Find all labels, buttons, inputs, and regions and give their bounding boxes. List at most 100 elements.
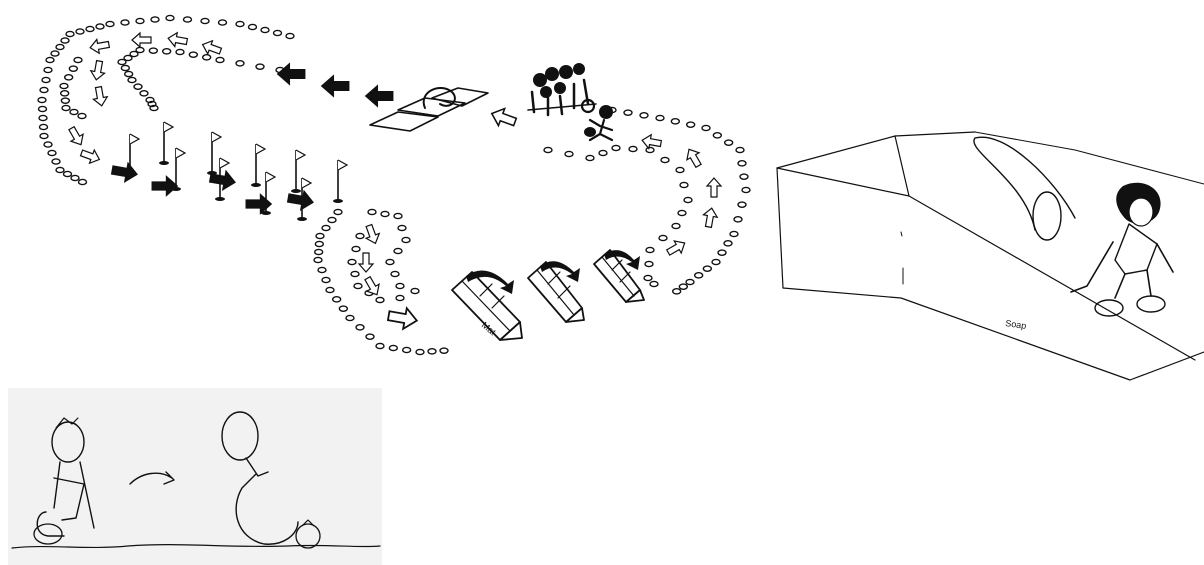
direction-arrow: [665, 237, 688, 259]
marker-cone: [42, 77, 50, 82]
marker-cone: [261, 27, 269, 32]
marker-cone: [125, 71, 133, 76]
marker-cone: [140, 91, 148, 96]
marker-cone: [151, 17, 159, 22]
direction-arrow: [89, 60, 106, 81]
marker-cone: [702, 125, 710, 130]
marker-cone: [318, 267, 326, 272]
marker-cone: [736, 147, 744, 152]
marker-cone: [44, 142, 52, 147]
marker-cone: [189, 52, 197, 57]
marker-cone: [76, 29, 84, 34]
marker-cone: [236, 61, 244, 66]
direction-arrow: [366, 86, 393, 106]
marker-cone: [565, 151, 573, 156]
marker-cone: [60, 83, 68, 88]
marker-cone: [38, 97, 46, 102]
marker-cone: [346, 315, 354, 320]
children-group: [528, 63, 596, 115]
marker-cone: [65, 75, 73, 80]
slide-ramp: [777, 132, 1204, 380]
direction-arrow: [246, 195, 271, 213]
slalom-flag: [207, 132, 221, 175]
marker-cone: [684, 197, 692, 202]
crawl-tunnels: Mat: [452, 250, 644, 340]
marker-cone: [328, 217, 336, 222]
marker-cone: [646, 147, 654, 152]
marker-cone: [671, 119, 679, 124]
marker-cone: [687, 122, 695, 127]
marker-cone: [249, 24, 257, 29]
marker-cone: [106, 21, 114, 26]
grass-line: [12, 545, 380, 548]
marker-cone: [44, 67, 52, 72]
direction-arrow: [362, 223, 382, 246]
marker-cone: [236, 21, 244, 26]
marker-cone: [661, 157, 669, 162]
sequence-arrow: [130, 472, 174, 484]
marker-cone: [356, 325, 364, 330]
marker-cone: [599, 150, 607, 155]
marker-cone: [646, 247, 654, 252]
marker-cone: [348, 259, 356, 264]
marker-cone: [40, 124, 48, 129]
marker-cone: [201, 18, 209, 23]
direction-arrow: [167, 31, 188, 48]
marker-cone: [712, 259, 720, 264]
marker-cone: [354, 283, 362, 288]
marker-cone: [624, 110, 632, 115]
marker-cone: [738, 161, 746, 166]
marker-cone: [416, 349, 424, 354]
marker-cone: [176, 49, 184, 54]
rolling-child: [222, 412, 320, 548]
marker-cone: [149, 48, 157, 53]
direction-arrow: [387, 305, 419, 331]
marker-cone: [136, 18, 144, 23]
marker-cone: [66, 31, 74, 36]
marker-cone: [39, 106, 47, 111]
soap-label: Soap: [1005, 318, 1027, 331]
soap-slide-drawing: Soap: [775, 120, 1204, 385]
marker-cone: [70, 109, 78, 114]
marker-cone: [368, 209, 376, 214]
marker-cone: [86, 26, 94, 31]
marker-cone: [40, 87, 48, 92]
marker-cone-trail: [38, 15, 750, 354]
marker-cone: [78, 113, 86, 118]
marker-cone: [121, 65, 129, 70]
marker-cone: [381, 211, 389, 216]
slalom-flag: [251, 144, 265, 187]
marker-cone: [695, 273, 703, 278]
marker-cone: [678, 210, 686, 215]
marker-cone: [396, 295, 404, 300]
slalom-flag: [333, 160, 347, 203]
marker-cone: [713, 133, 721, 138]
marker-cone: [725, 140, 733, 145]
direction-arrow: [92, 86, 109, 107]
soap-slide-illustration: Soap: [775, 120, 1204, 385]
marker-cone: [61, 98, 69, 103]
marker-cone: [391, 271, 399, 276]
direction-arrow: [152, 177, 177, 195]
marker-cone: [734, 217, 742, 222]
marker-cone: [656, 115, 664, 120]
marker-cone: [650, 281, 658, 286]
direction-arrow: [683, 146, 705, 169]
marker-cone: [703, 266, 711, 271]
marker-cone: [339, 306, 347, 311]
marker-cone: [326, 287, 334, 292]
direction-arrow: [322, 76, 349, 96]
marker-cone: [48, 150, 56, 155]
marker-cone: [203, 55, 211, 60]
marker-cone: [184, 17, 192, 22]
marker-cone: [640, 113, 648, 118]
marker-cone: [134, 84, 142, 89]
marker-cone: [544, 147, 552, 152]
marker-cone: [69, 66, 77, 71]
marker-cone: [51, 51, 59, 56]
marker-cone: [428, 349, 436, 354]
marker-cone: [61, 38, 69, 43]
marker-cone: [62, 105, 70, 110]
direction-arrow: [65, 125, 87, 148]
obstacle-course-drawing: Mat: [0, 0, 770, 370]
